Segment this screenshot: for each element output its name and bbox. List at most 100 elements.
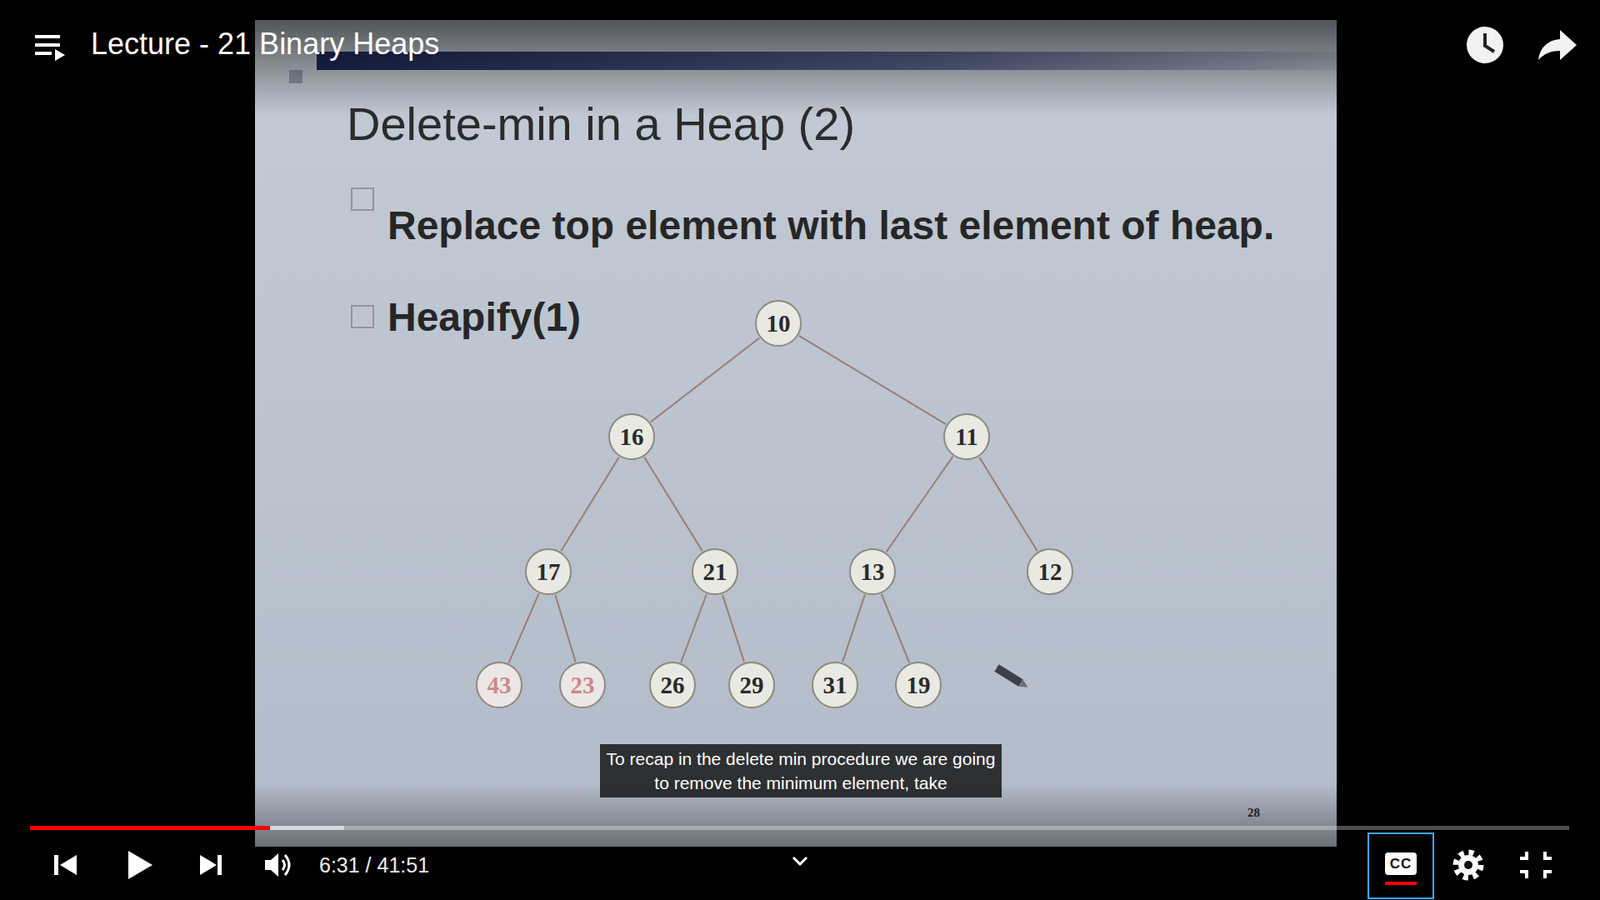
slide-number: 28 [1247,805,1260,820]
tree-edge [842,595,865,663]
tree-edge [722,595,745,663]
node-circle [729,662,775,708]
heap-node: 17 [524,547,573,596]
gear-teeth [1455,852,1481,878]
play-icon [128,850,153,880]
node-circle [944,414,990,460]
volume-icon [265,853,290,877]
tree-edge [886,456,954,552]
icon-triangle [200,855,217,875]
previous-icon [54,855,77,875]
bullet-text: Replace top element with last element of… [387,200,1305,251]
node-circle [1027,549,1073,595]
icon-line [35,43,60,47]
cc-active-bar [1385,881,1417,885]
cc-badge [1385,852,1417,875]
sound-wave [282,860,285,870]
node-value: 26 [660,671,685,700]
icon-triangle [55,49,65,61]
node-circle [895,662,941,708]
node-value: 43 [487,671,512,700]
node-circle [692,549,738,595]
icon-line [35,51,52,55]
heap-node: 13 [848,547,897,596]
share-icon [1538,30,1577,60]
icon-line [35,35,60,39]
settings-icon [1455,852,1481,878]
node-value: 13 [860,558,885,586]
node-value: 31 [823,671,848,700]
pen-tip [1018,679,1030,691]
node-circle [850,549,895,595]
video-title: Lecture - 21 Binary Heaps [90,25,440,63]
heap-node: 26 [648,660,697,710]
sound-wave [285,855,290,875]
heap-node: 19 [894,660,943,710]
subtitle-caption: To recap in the delete min procedure we … [600,744,1002,798]
node-circle [755,300,801,346]
bullet-square [351,305,374,328]
pen-cursor [994,664,1030,691]
slide-title: Delete-min in a Heap (2) [346,96,855,152]
heap-node: 12 [1025,547,1075,596]
node-circle [812,662,858,708]
icon-bar [217,855,222,875]
tree-edge [799,335,946,425]
time-display: 6:31 / 41:51 [319,853,430,878]
node-value: 12 [1038,558,1063,586]
heap-node: 43 [475,660,524,710]
heap-node: 29 [727,660,776,710]
bottom-shade [0,783,1600,900]
node-value: 29 [740,671,765,700]
tree-edge [509,594,540,664]
node-circle [609,414,655,460]
playlist-icon [35,35,65,61]
node-value: 11 [955,423,978,451]
heap-node: 16 [607,412,656,461]
tree-edge [650,338,760,423]
heap-node: 10 [754,299,803,348]
slide-background [255,20,1337,847]
node-circle [560,662,605,708]
node-value: 19 [906,671,931,700]
node-circle [525,549,571,595]
next-icon [200,855,222,875]
bullet-square [351,188,374,210]
node-circle [650,662,695,708]
tree-edge [979,457,1038,552]
focus-outline [1368,833,1434,899]
tree-edge [644,457,703,552]
node-circle [476,662,522,708]
corner [1545,871,1552,879]
heap-node: 21 [690,547,740,596]
progress-buffered [30,825,345,830]
node-value: 21 [703,558,728,586]
tree-edge [680,594,707,663]
corner [1545,851,1552,859]
exit-fullscreen-icon [1520,851,1552,879]
node-value: 10 [766,310,791,338]
chevron-icon [793,857,807,865]
heap-node: 11 [942,412,991,461]
clock-hands [1485,33,1495,52]
clock-face [1466,26,1504,64]
cc-text: CC [1390,855,1413,873]
corner [1520,851,1527,859]
bullet-text: Heapify(1) [387,291,581,343]
node-value: 17 [536,558,561,586]
node-value: 23 [570,671,595,700]
gear-body [1458,855,1479,875]
heap-node: 23 [558,660,607,710]
speaker [265,853,279,877]
corner [1520,871,1527,879]
tree-edge [555,595,575,662]
progress-played [30,825,270,830]
watch-later-icon [1466,26,1504,64]
heap-node: 31 [810,660,860,710]
tree-edge [881,594,910,663]
icon-triangle [60,855,77,875]
progress-track [30,825,1570,830]
tree-edge [560,457,620,552]
gear-hole [1464,860,1473,870]
pen-body [994,664,1023,686]
